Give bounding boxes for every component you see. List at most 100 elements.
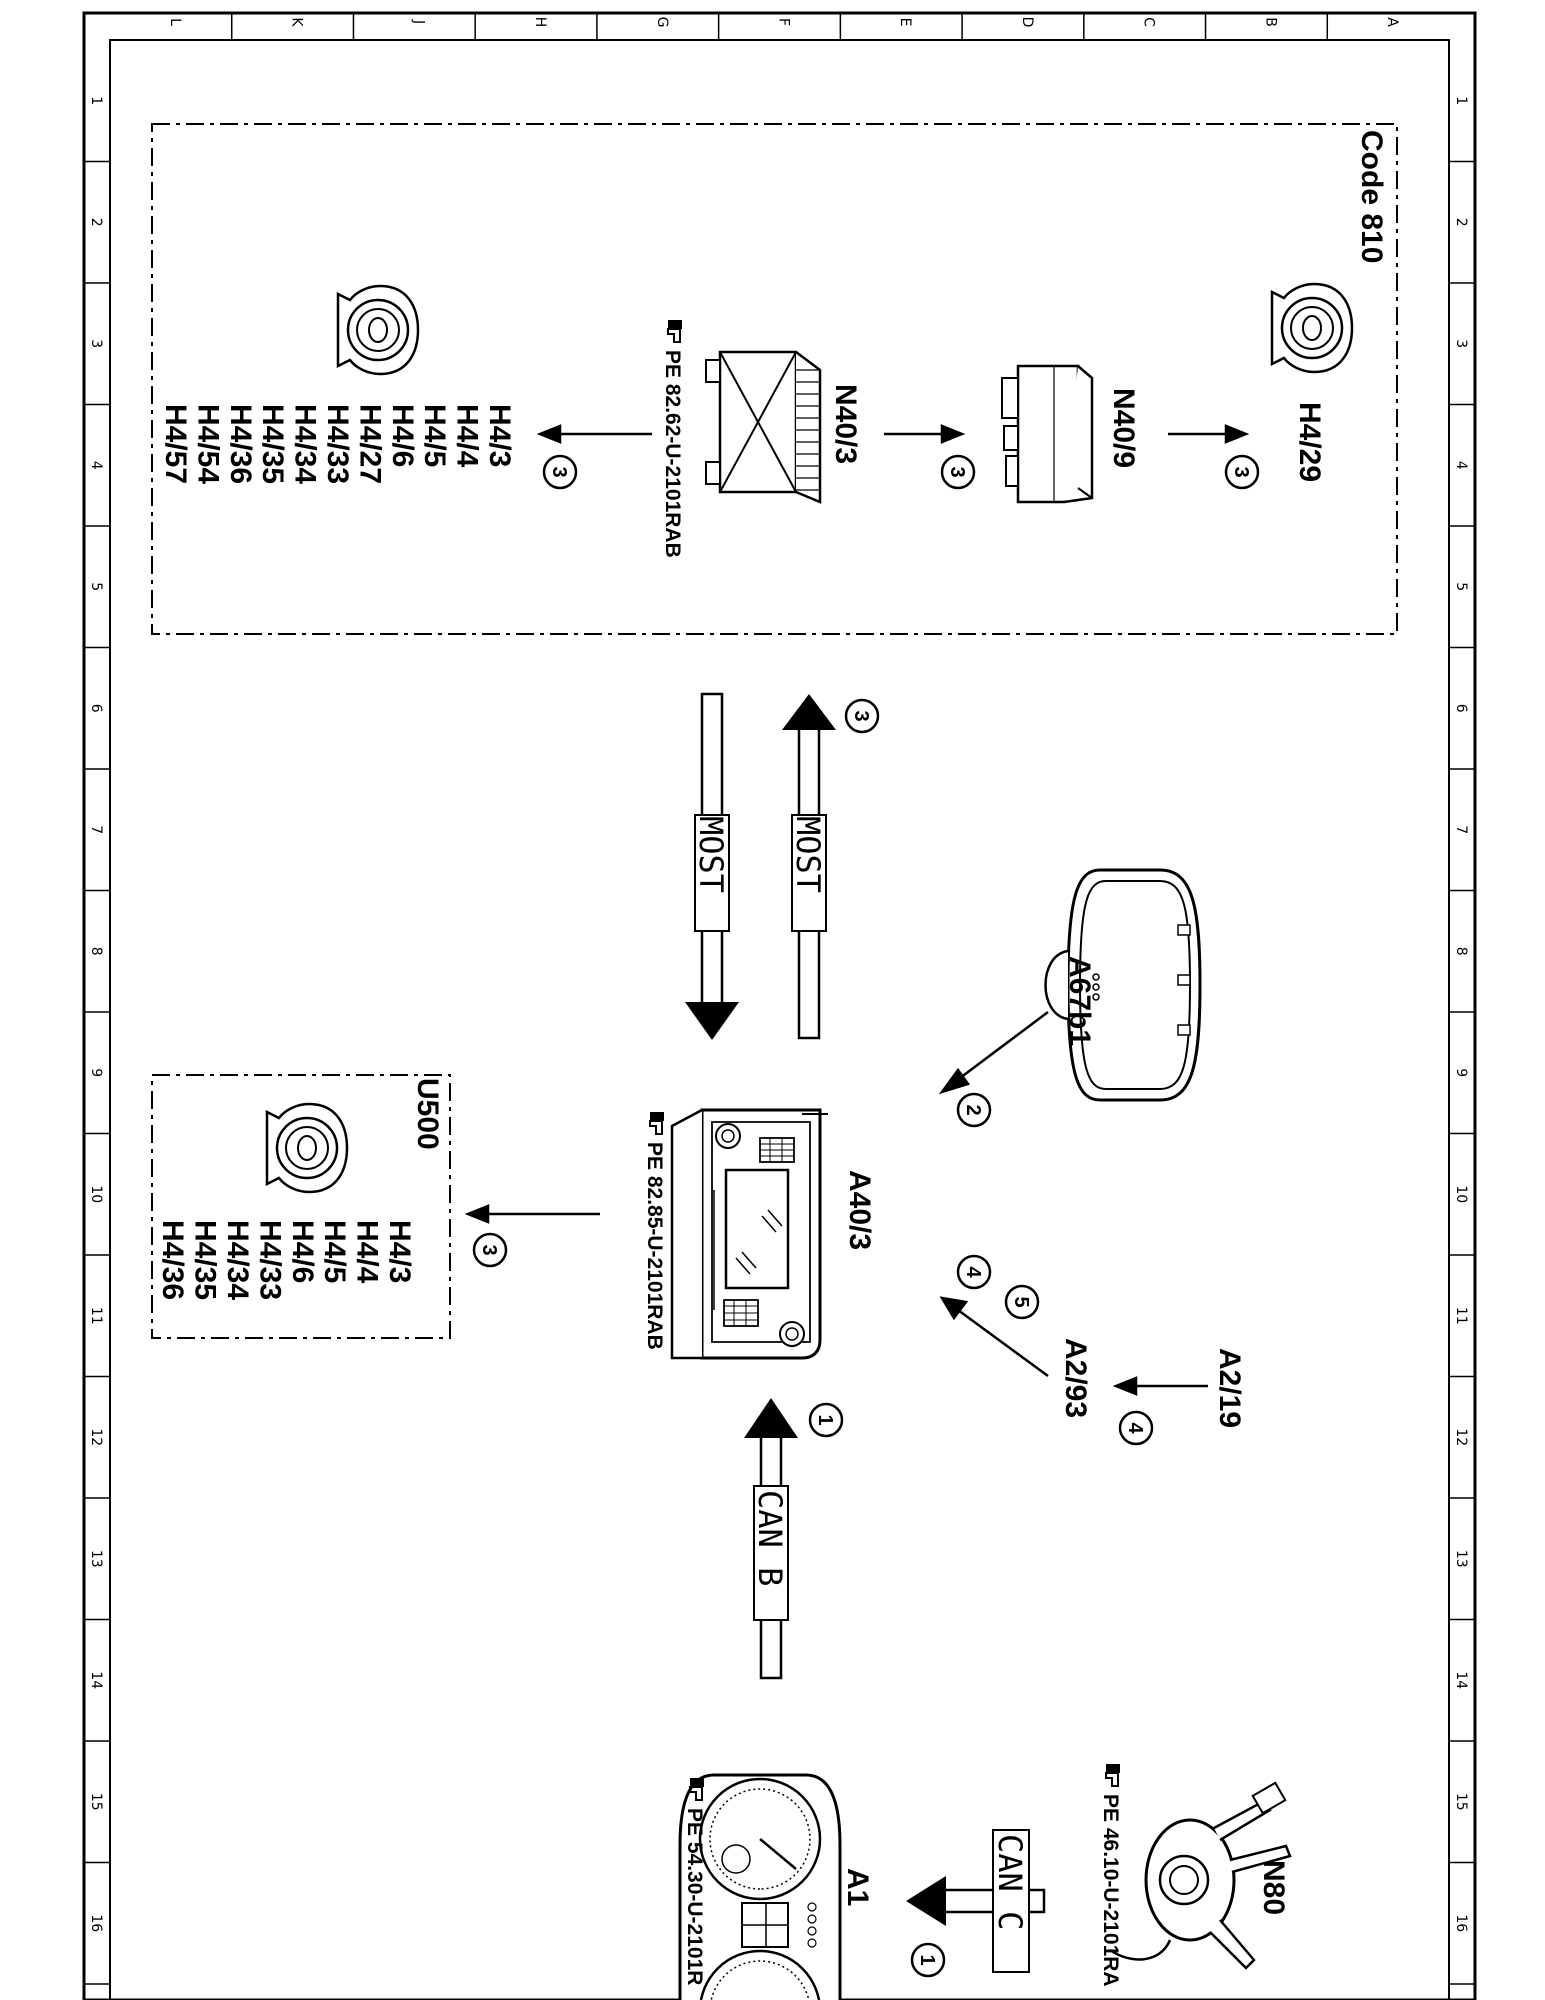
svg-text:5: 5: [1010, 1296, 1032, 1307]
grid-row-label: 4: [1453, 461, 1469, 470]
svg-text:2: 2: [962, 1104, 984, 1115]
inner-frame: [109, 39, 1450, 2000]
grid-column-label: H: [532, 17, 548, 28]
speaker-icon: [336, 284, 420, 376]
grid-column-label: B: [1262, 17, 1278, 27]
outer-frame: [82, 11, 1477, 2000]
grid-row-label: 16: [88, 1914, 104, 1932]
grid-column-label: G: [654, 17, 670, 28]
grid-row-label: 14: [1453, 1671, 1469, 1689]
step-marker: 3: [542, 454, 578, 490]
most-upper-bus-arrow: MOST: [782, 694, 836, 1040]
grid-column-label: F: [776, 18, 792, 26]
speaker-icon: [265, 1102, 349, 1194]
step-marker: 3: [844, 698, 880, 734]
grid-row-label: 8: [88, 947, 104, 956]
grid-row-label: 6: [1453, 704, 1469, 713]
n40-9-module-icon: [1001, 364, 1094, 504]
n80-reference-text: PE 46.10-U-2101RA: [1099, 1794, 1122, 1987]
grid-row-label: 9: [88, 1068, 104, 1077]
pointing-hand-icon: [689, 1778, 704, 1801]
n40-3-reference: PE 82.62-U-2101RAB: [661, 320, 684, 558]
speaker-designation: H4/54: [191, 404, 224, 484]
grid-row-label: 6: [88, 704, 104, 713]
speaker-designation: H4/4: [451, 404, 484, 468]
n40-9-label: N40/9: [1107, 388, 1140, 468]
h4-29-label: H4/29: [1293, 402, 1326, 482]
svg-text:1: 1: [916, 1954, 938, 1965]
speaker-designation: H4/27: [353, 404, 386, 484]
a40-3-label: A40/3: [843, 1170, 876, 1250]
grid-row-label: 14: [88, 1671, 104, 1689]
a67b1-mirror-icon: [1044, 868, 1202, 1102]
speaker-designation: H4/35: [256, 404, 289, 484]
step-marker: 1: [808, 1402, 844, 1438]
step-marker: 3: [1224, 454, 1260, 490]
speaker-designation: H4/6: [286, 1220, 319, 1283]
grid-row-label: 10: [88, 1185, 104, 1203]
step-marker: 5: [1004, 1284, 1040, 1320]
step-marker: 3: [472, 1232, 508, 1268]
can-b-label: CAN B: [751, 1490, 789, 1586]
grid-row-label: 13: [88, 1550, 104, 1568]
grid-row-label: 4: [88, 461, 104, 470]
speaker-designation: H4/3: [383, 1220, 416, 1283]
grid-column-label: K: [289, 17, 305, 27]
can-b-bus-arrow: CAN B: [744, 1398, 798, 1680]
step-marker: 1: [910, 1942, 946, 1978]
a2-93-label: A2/93: [1059, 1338, 1092, 1418]
grid-column-label: J: [410, 19, 426, 24]
grid-row-label: 7: [88, 825, 104, 834]
svg-text:1: 1: [814, 1414, 836, 1425]
code-810-zone-border: [151, 123, 1398, 635]
grid-row-label: 11: [1453, 1307, 1469, 1325]
most-lower-bus-arrow: MOST: [685, 692, 739, 1040]
n40-3-label: N40/3: [829, 384, 862, 464]
a40-3-reference: PE 82.85-U-2101RAB: [643, 1112, 666, 1350]
grid-row-label: 16: [1453, 1914, 1469, 1932]
step-marker: 4: [1118, 1410, 1154, 1446]
a1-label: A1: [841, 1868, 874, 1906]
svg-text:4: 4: [1124, 1422, 1146, 1434]
pointing-hand-icon: [1105, 1764, 1120, 1787]
grid-row-label: 3: [88, 339, 104, 348]
grid-column-label: L: [167, 18, 183, 26]
grid-row-label: 12: [1453, 1428, 1469, 1446]
can-c-bus-arrow: CAN C: [906, 1829, 1046, 1973]
step-marker: 2: [956, 1092, 992, 1128]
a67b1-label: A67b1: [1063, 956, 1096, 1046]
grid-column-label: D: [1019, 17, 1035, 28]
grid-ticks: [84, 13, 1475, 1985]
a2-19-label: A2/19: [1213, 1348, 1246, 1428]
speaker-designation: H4/34: [289, 404, 322, 484]
signal-arrows: [464, 424, 1250, 1396]
code-810-speaker-list: H4/3H4/4H4/5H4/6H4/27H4/33H4/34H4/35H4/3…: [159, 404, 516, 484]
a1-reference: PE 54.30-U-2101R: [683, 1778, 706, 1985]
grid-row-label: 10: [1453, 1185, 1469, 1203]
u500-zone-border: [151, 1074, 451, 1339]
speaker-designation: H4/36: [224, 404, 257, 484]
grid-column-label: E: [897, 18, 913, 27]
most-upper-label: MOST: [789, 816, 827, 893]
grid-row-label: 5: [1453, 582, 1469, 591]
speaker-designation: H4/5: [418, 404, 451, 467]
grid-row-label: 13: [1453, 1550, 1469, 1568]
grid-column-label: C: [1141, 17, 1157, 27]
n40-3-amplifier-icon: [705, 350, 822, 504]
can-c-label: CAN C: [991, 1834, 1029, 1930]
svg-text:4: 4: [962, 1266, 984, 1278]
speaker-icon: [1270, 282, 1354, 374]
grid-row-label: 7: [1453, 825, 1469, 834]
pointing-hand-icon: [649, 1112, 664, 1135]
code-810-label: Code 810: [1355, 130, 1388, 263]
grid-row-label: 8: [1453, 947, 1469, 956]
step-marker: 4: [956, 1254, 992, 1290]
u500-label: U500: [411, 1078, 444, 1150]
speaker-designation: H4/33: [321, 404, 354, 484]
grid-row-label: 5: [88, 582, 104, 591]
grid-row-label: 1: [1453, 96, 1469, 105]
speaker-designation: H4/6: [386, 404, 419, 467]
speaker-designation: H4/35: [189, 1220, 222, 1300]
